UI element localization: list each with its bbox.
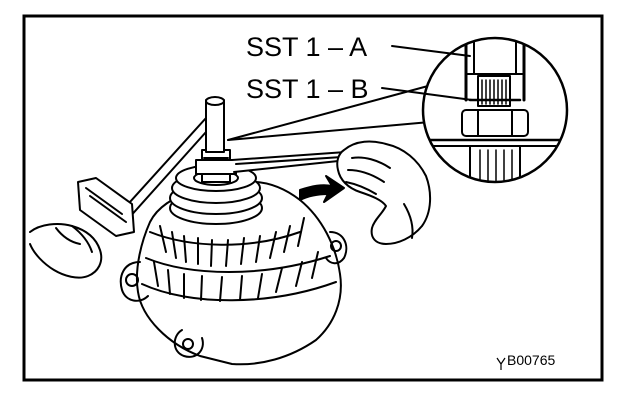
detail-circle <box>421 36 569 184</box>
label-sst-1-b: SST 1 – B <box>246 74 369 104</box>
figure-code-mark <box>496 357 506 370</box>
right-hand <box>336 140 432 245</box>
sst-tool-on-pulley <box>195 96 237 183</box>
holding-bar <box>77 117 207 237</box>
left-hand <box>29 223 103 279</box>
leader-sst-a <box>391 45 471 57</box>
callout-lines <box>227 85 431 141</box>
pulley <box>169 164 263 225</box>
label-sst-1-a: SST 1 – A <box>246 32 368 62</box>
alternator-body <box>119 180 348 366</box>
rotation-arrow <box>299 175 345 203</box>
leader-sst-b <box>381 87 473 101</box>
figure-code: B00765 <box>507 352 556 368</box>
